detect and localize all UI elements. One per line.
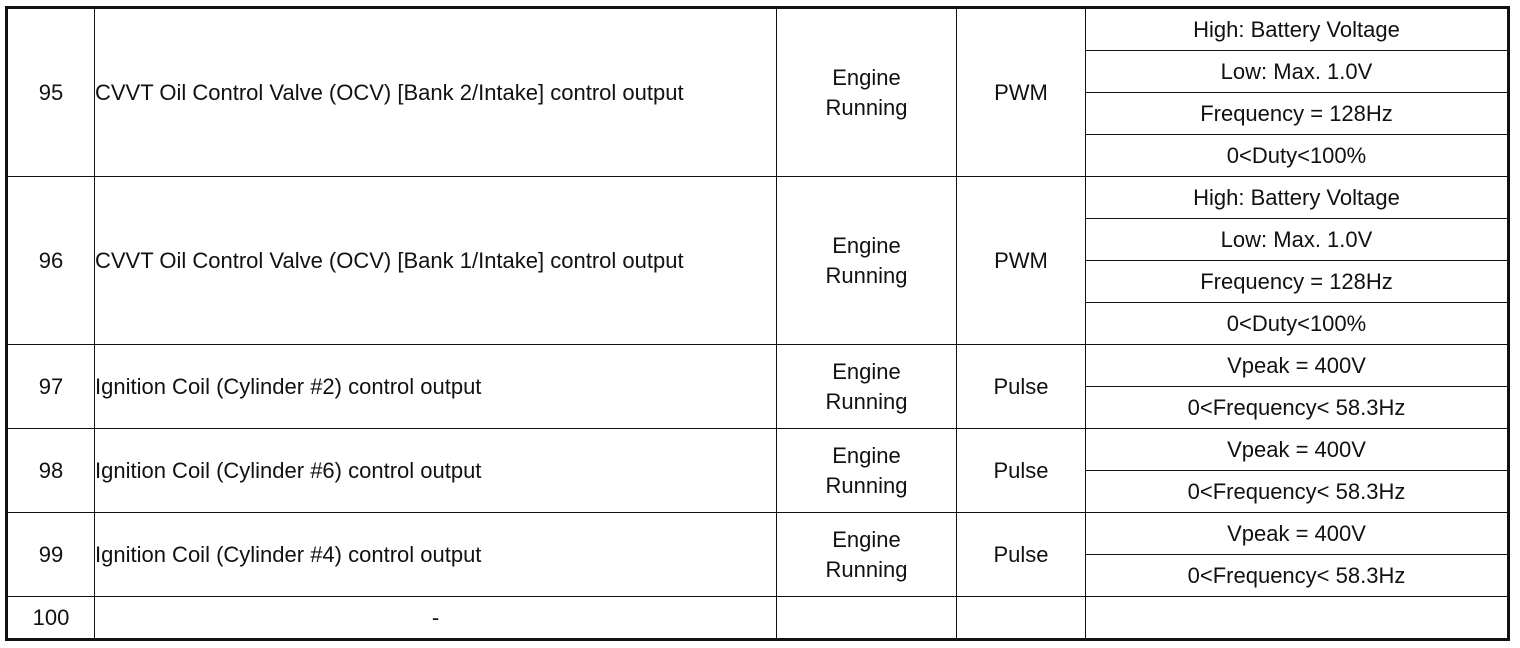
condition-line: Running — [825, 472, 908, 498]
pin-description: - — [94, 596, 777, 640]
signal-type: PWM — [956, 7, 1086, 177]
pin-number: 100 — [6, 596, 95, 640]
signal-type: Pulse — [956, 512, 1086, 597]
signal-level: 0<Duty<100% — [1085, 134, 1509, 177]
pin-number: 99 — [6, 512, 95, 597]
table-subrow: 0<Frequency< 58.3Hz — [7, 470, 1509, 513]
pin-description: CVVT Oil Control Valve (OCV) [Bank 2/Int… — [94, 7, 777, 177]
table-row: 99 Ignition Coil (Cylinder #4) control o… — [6, 512, 1509, 597]
pin-condition — [776, 596, 957, 640]
pin-description: Ignition Coil (Cylinder #4) control outp… — [94, 512, 777, 597]
condition-line: Engine — [832, 526, 901, 552]
table-row: 100 - — [6, 596, 1509, 640]
signal-type: PWM — [956, 176, 1086, 345]
signal-level: Frequency = 128Hz — [1085, 260, 1509, 303]
signal-level: High: Battery Voltage — [1085, 176, 1509, 219]
signal-type: Pulse — [956, 344, 1086, 429]
table-subrow: 0<Duty<100% — [7, 302, 1509, 345]
table-row: 97 Ignition Coil (Cylinder #2) control o… — [6, 344, 1509, 429]
condition-line: Engine — [832, 442, 901, 468]
condition-line: Engine — [832, 64, 901, 90]
table-row: 95 CVVT Oil Control Valve (OCV) [Bank 2/… — [6, 7, 1509, 177]
pin-number: 95 — [6, 7, 95, 177]
pin-condition: Engine Running — [776, 7, 957, 177]
signal-type: Pulse — [956, 428, 1086, 513]
table-row: 98 Ignition Coil (Cylinder #6) control o… — [6, 428, 1509, 513]
pin-number: 97 — [6, 344, 95, 429]
signal-level: Low: Max. 1.0V — [1085, 50, 1509, 93]
signal-level: Low: Max. 1.0V — [1085, 218, 1509, 261]
condition-line: Running — [825, 556, 908, 582]
signal-type — [956, 596, 1086, 640]
pin-condition: Engine Running — [776, 428, 957, 513]
pin-number: 96 — [6, 176, 95, 345]
condition-line: Engine — [832, 358, 901, 384]
condition-line: Running — [825, 94, 908, 120]
signal-level: 0<Frequency< 58.3Hz — [1085, 554, 1509, 597]
signal-level: High: Battery Voltage — [1085, 7, 1509, 51]
table-subrow: 0<Duty<100% — [7, 134, 1509, 177]
signal-level: 0<Frequency< 58.3Hz — [1085, 470, 1509, 513]
signal-level: 0<Duty<100% — [1085, 302, 1509, 345]
signal-level: Vpeak = 400V — [1085, 512, 1509, 555]
pin-condition: Engine Running — [776, 176, 957, 345]
signal-level: Vpeak = 400V — [1085, 344, 1509, 387]
table-subrow: Low: Max. 1.0V — [7, 50, 1509, 93]
pin-condition: Engine Running — [776, 512, 957, 597]
pin-number: 98 — [6, 428, 95, 513]
signal-level: Frequency = 128Hz — [1085, 92, 1509, 135]
signal-level: 0<Frequency< 58.3Hz — [1085, 386, 1509, 429]
pin-condition: Engine Running — [776, 344, 957, 429]
signal-level — [1085, 596, 1509, 640]
pin-description: Ignition Coil (Cylinder #6) control outp… — [94, 428, 777, 513]
signal-level: Vpeak = 400V — [1085, 428, 1509, 471]
table-row: 96 CVVT Oil Control Valve (OCV) [Bank 1/… — [6, 176, 1509, 345]
condition-line: Running — [825, 388, 908, 414]
pin-spec-table: 95 CVVT Oil Control Valve (OCV) [Bank 2/… — [5, 6, 1510, 641]
pin-description: CVVT Oil Control Valve (OCV) [Bank 1/Int… — [94, 176, 777, 345]
condition-line: Engine — [832, 232, 901, 258]
pin-description: Ignition Coil (Cylinder #2) control outp… — [94, 344, 777, 429]
condition-line: Running — [825, 262, 908, 288]
table-subrow: Frequency = 128Hz — [7, 92, 1509, 135]
